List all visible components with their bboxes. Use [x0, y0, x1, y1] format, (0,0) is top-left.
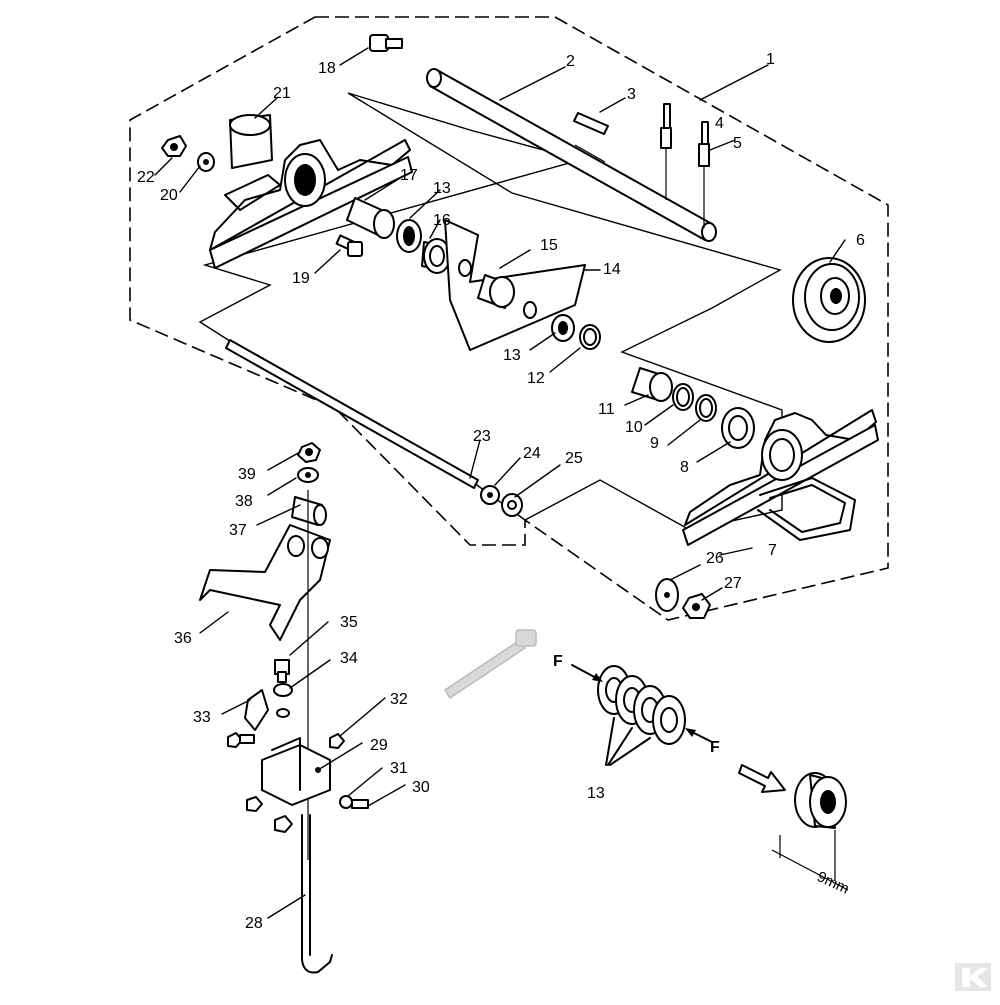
callout-label: 11: [598, 401, 615, 418]
right-bracket-part: [682, 409, 879, 546]
callout-label: 7: [768, 542, 777, 559]
callout-label: 13: [503, 347, 521, 364]
callout-label: 35: [340, 614, 358, 631]
callout-label: 25: [565, 450, 583, 467]
callout-label: 31: [390, 760, 408, 777]
callout-label: 33: [193, 709, 211, 726]
shaft-part: [426, 68, 717, 242]
callout-label: 21: [273, 85, 291, 102]
callout-label: 5: [733, 135, 742, 152]
right-bearing-stack: [631, 367, 755, 449]
callout-label: 8: [680, 459, 689, 476]
key-part: [573, 112, 609, 135]
callout-label: 32: [390, 691, 408, 708]
left-bracket-part: [209, 114, 413, 269]
callout-label: 19: [292, 270, 310, 287]
blade-plate-part: [444, 219, 601, 351]
callout-label: 38: [235, 493, 253, 510]
install-arrow: [738, 764, 786, 793]
bolt-19: [335, 234, 363, 257]
callout-label: 13: [587, 785, 605, 802]
callout-label: 6: [856, 232, 865, 249]
pins-part: [660, 103, 710, 228]
installed-stack: [771, 772, 849, 891]
callout-label: 3: [627, 86, 636, 103]
callout-label: 30: [412, 779, 430, 796]
callout-label: 37: [229, 522, 247, 539]
callout-label: 26: [706, 550, 724, 567]
callout-label: 23: [473, 428, 491, 445]
rod-part: [225, 339, 523, 517]
inner-region: [198, 92, 783, 531]
faded-bolt: [443, 629, 537, 700]
pulley-part: [792, 257, 866, 343]
callout-label: 13: [433, 180, 451, 197]
brand-logo: [955, 963, 991, 991]
callout-label: 17: [400, 167, 418, 184]
callout-label: 27: [724, 575, 742, 592]
callout-label: 1: [766, 51, 775, 68]
callout-label: 28: [245, 915, 263, 932]
leader-lines: [154, 47, 846, 919]
callout-label: 10: [625, 419, 643, 436]
callout-label: 14: [603, 261, 621, 278]
nut-washer-left: [161, 135, 215, 172]
callout-label: 24: [523, 445, 541, 462]
callout-label: 20: [160, 187, 178, 204]
callout-label: 2: [566, 53, 575, 70]
callout-label: 22: [137, 169, 155, 186]
washer-stack: [571, 664, 713, 766]
callout-label: 36: [174, 630, 192, 647]
dimension-label: 9mm: [814, 868, 851, 897]
bushing-stack: [346, 197, 451, 274]
callout-label: 4: [715, 115, 724, 132]
callout-label: 39: [238, 466, 256, 483]
callout-label: 29: [370, 737, 388, 754]
callout-label: 12: [527, 370, 545, 387]
callout-label: 18: [318, 60, 336, 77]
callout-label: 34: [340, 650, 358, 667]
force-label-right: F: [710, 739, 720, 756]
callout-label: 15: [540, 237, 558, 254]
callout-labels: 1 2 3 4 5 6 7 8 9 10 11 12 13 13 14 15 1…: [137, 51, 865, 932]
callout-label: 16: [433, 212, 451, 229]
force-label-left: F: [553, 653, 563, 670]
callout-label: 9: [650, 435, 659, 452]
washer-nut-right: [655, 578, 711, 619]
bolt-part: [369, 34, 403, 52]
lever-assembly: [199, 442, 369, 974]
